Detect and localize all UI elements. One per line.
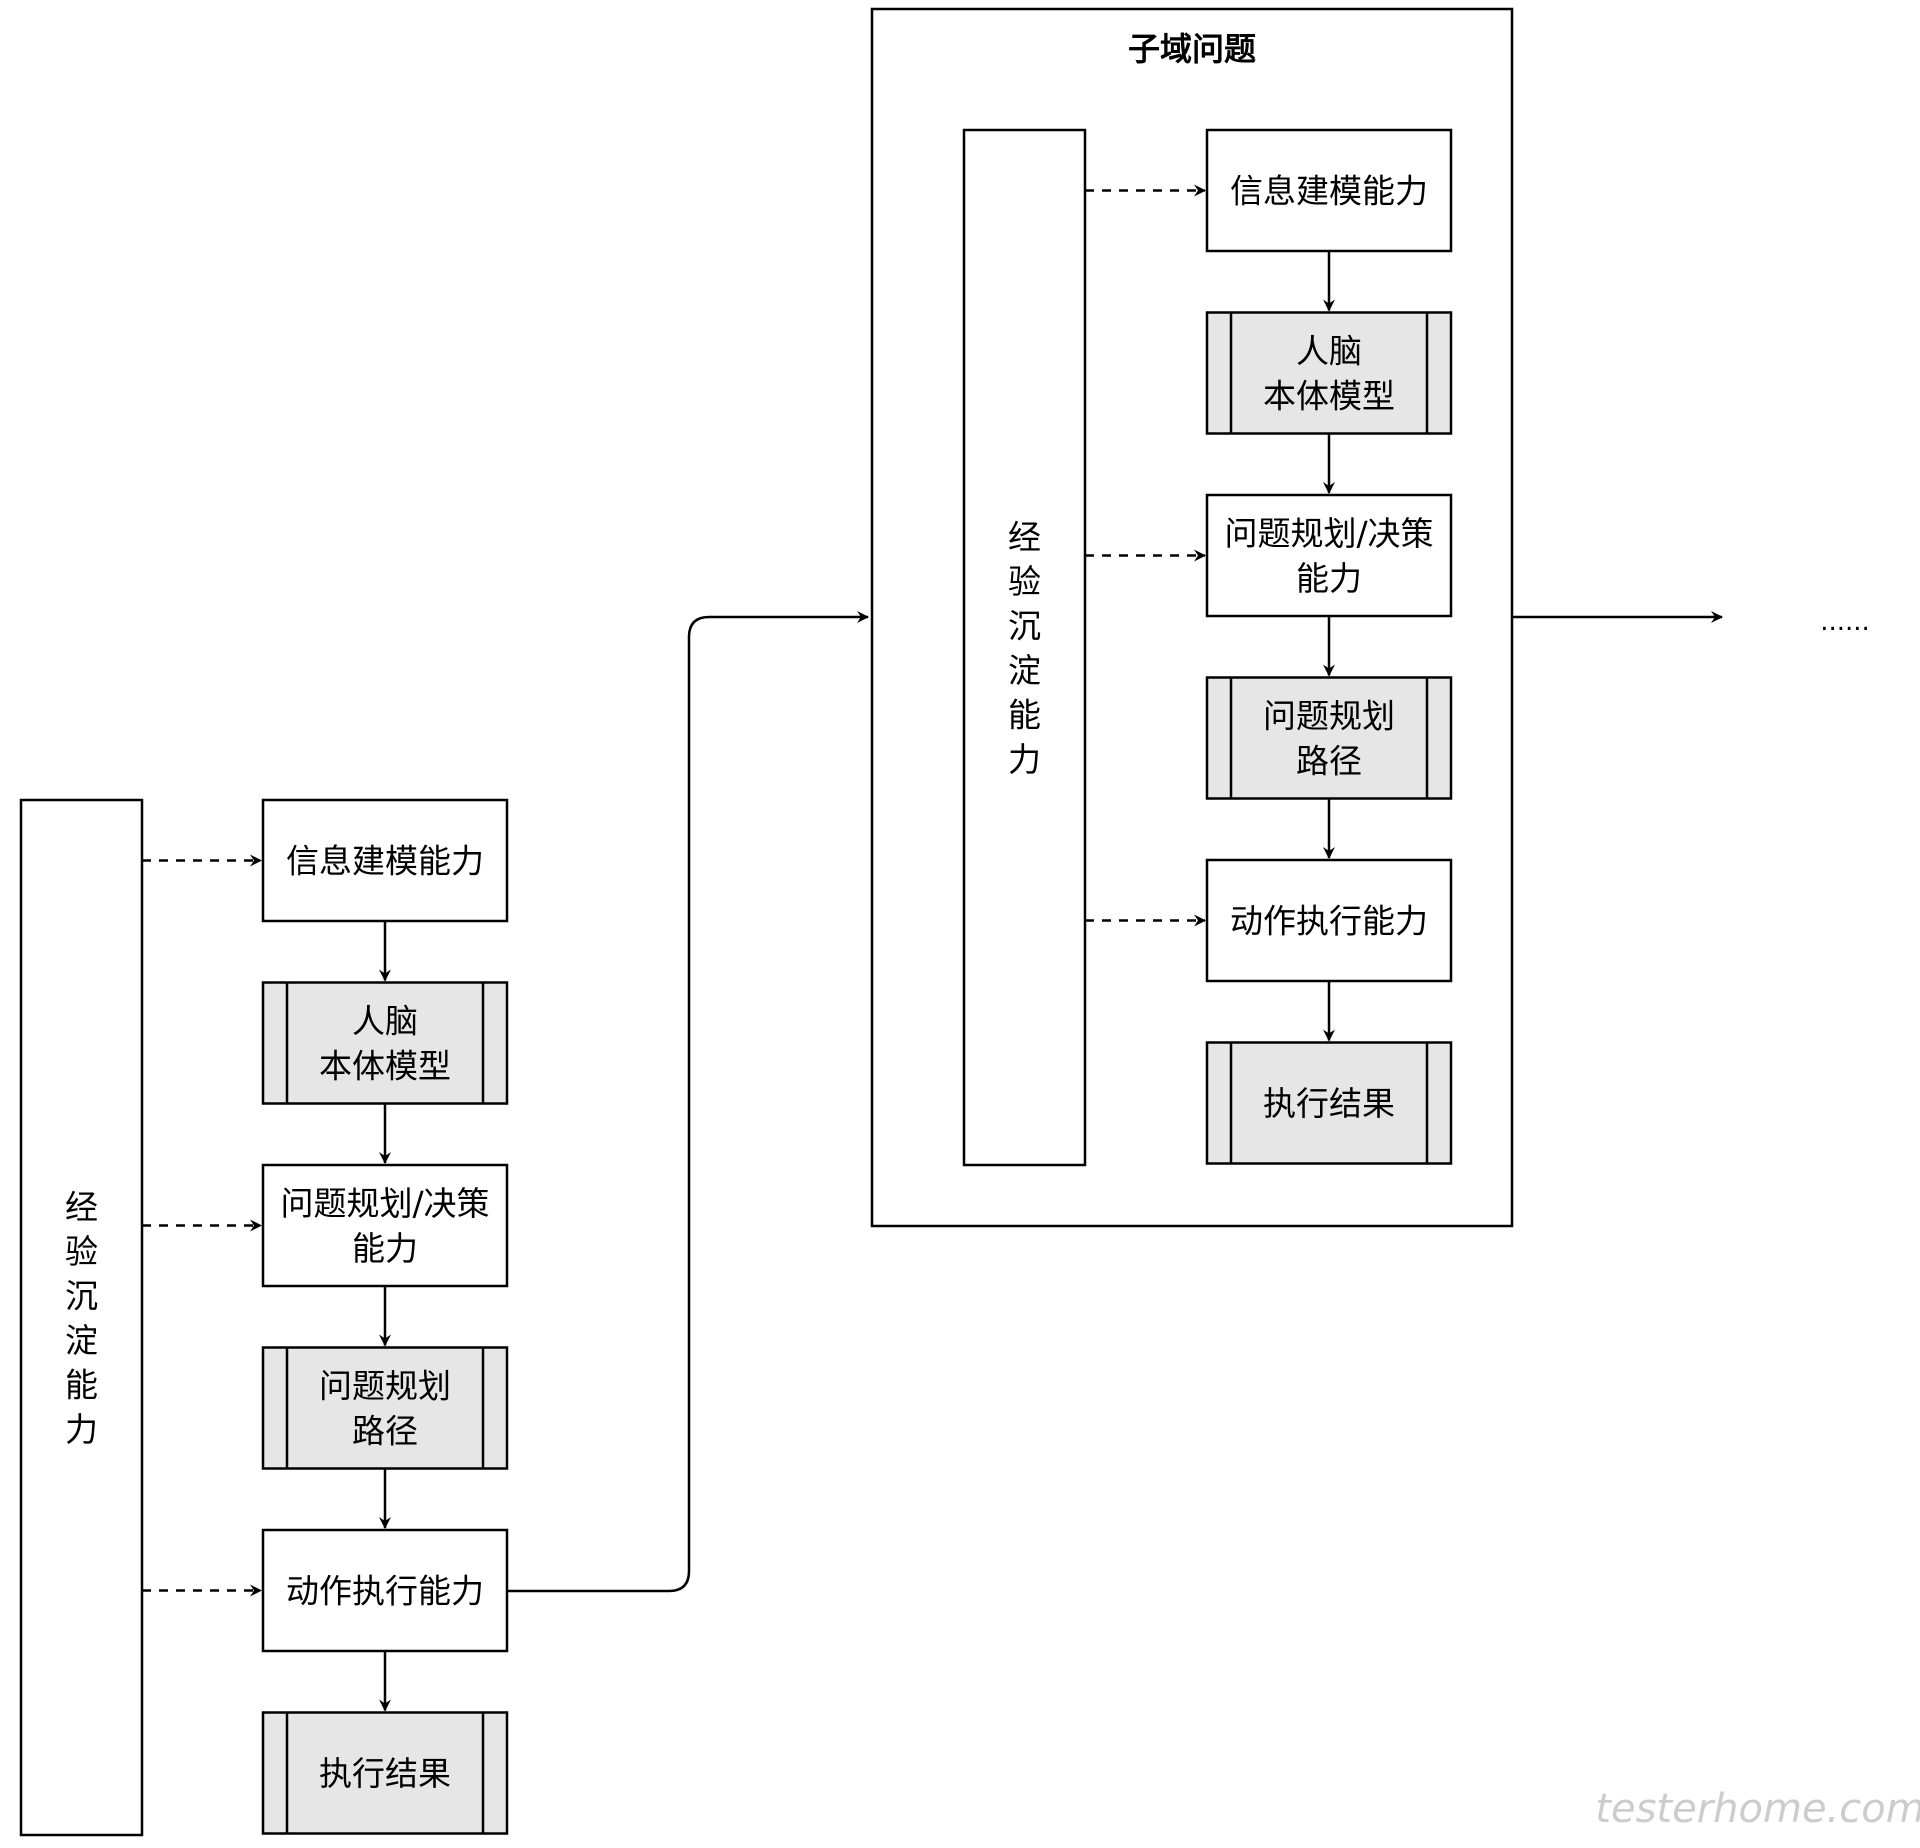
experience-label-char: 沉 — [65, 1276, 98, 1315]
experience-label-char: 淀 — [1008, 651, 1041, 690]
experience-box — [962, 128, 1087, 1167]
subprocess-box — [1205, 311, 1453, 435]
experience-label-char: 力 — [1008, 740, 1041, 779]
experience-label-char: 力 — [65, 1410, 98, 1449]
connector-to-subdomain — [507, 611, 869, 1593]
experience-label-char: 验 — [65, 1232, 98, 1271]
process-box — [1205, 128, 1453, 253]
process-box — [1205, 493, 1453, 618]
step-label: 能力 — [352, 1229, 418, 1268]
experience-label-char: 经 — [1008, 517, 1041, 556]
experience-label-char: 能 — [1008, 695, 1041, 734]
subprocess-box — [261, 1711, 509, 1835]
process-box — [261, 1163, 509, 1288]
continuation-ellipsis: ...... — [1820, 607, 1870, 637]
experience-box — [19, 798, 144, 1837]
step-label: 问题规划/决策 — [1224, 514, 1433, 553]
step-label: 问题规划 — [1263, 697, 1395, 736]
step-label: 动作执行能力 — [1230, 902, 1428, 941]
process-box — [261, 1528, 509, 1653]
step-label: 信息建模能力 — [1230, 172, 1428, 211]
watermark-logo: testerhome.com — [1595, 1786, 1920, 1832]
step-label: 信息建模能力 — [286, 842, 484, 881]
subdomain-flow-group: 经验沉淀能力信息建模能力人脑本体模型问题规划/决策能力问题规划路径动作执行能力执… — [962, 128, 1453, 1167]
experience-label-char: 验 — [1008, 562, 1041, 601]
step-label: 执行结果 — [1263, 1084, 1395, 1123]
subprocess-box — [1205, 676, 1453, 800]
step-label: 人脑 — [1296, 332, 1362, 371]
process-box — [261, 798, 509, 923]
step-label: 路径 — [352, 1412, 418, 1451]
step-label: 人脑 — [352, 1002, 418, 1041]
subprocess-box — [1205, 1041, 1453, 1165]
experience-label-char: 经 — [65, 1187, 98, 1226]
experience-label-char: 能 — [65, 1365, 98, 1404]
step-label: 能力 — [1296, 559, 1362, 598]
subprocess-box — [261, 1346, 509, 1470]
step-label: 执行结果 — [319, 1754, 451, 1793]
step-label: 问题规划 — [319, 1367, 451, 1406]
step-label: 问题规划/决策 — [280, 1184, 489, 1223]
left-flow-group: 经验沉淀能力信息建模能力人脑本体模型问题规划/决策能力问题规划路径动作执行能力执… — [19, 798, 509, 1837]
step-label: 本体模型 — [1263, 377, 1395, 416]
process-box — [1205, 858, 1453, 983]
experience-label-char: 沉 — [1008, 606, 1041, 645]
experience-label-char: 淀 — [65, 1321, 98, 1360]
container-title: 子域问题 — [1128, 30, 1256, 68]
step-label: 动作执行能力 — [286, 1572, 484, 1611]
step-label: 本体模型 — [319, 1047, 451, 1086]
step-label: 路径 — [1296, 742, 1362, 781]
